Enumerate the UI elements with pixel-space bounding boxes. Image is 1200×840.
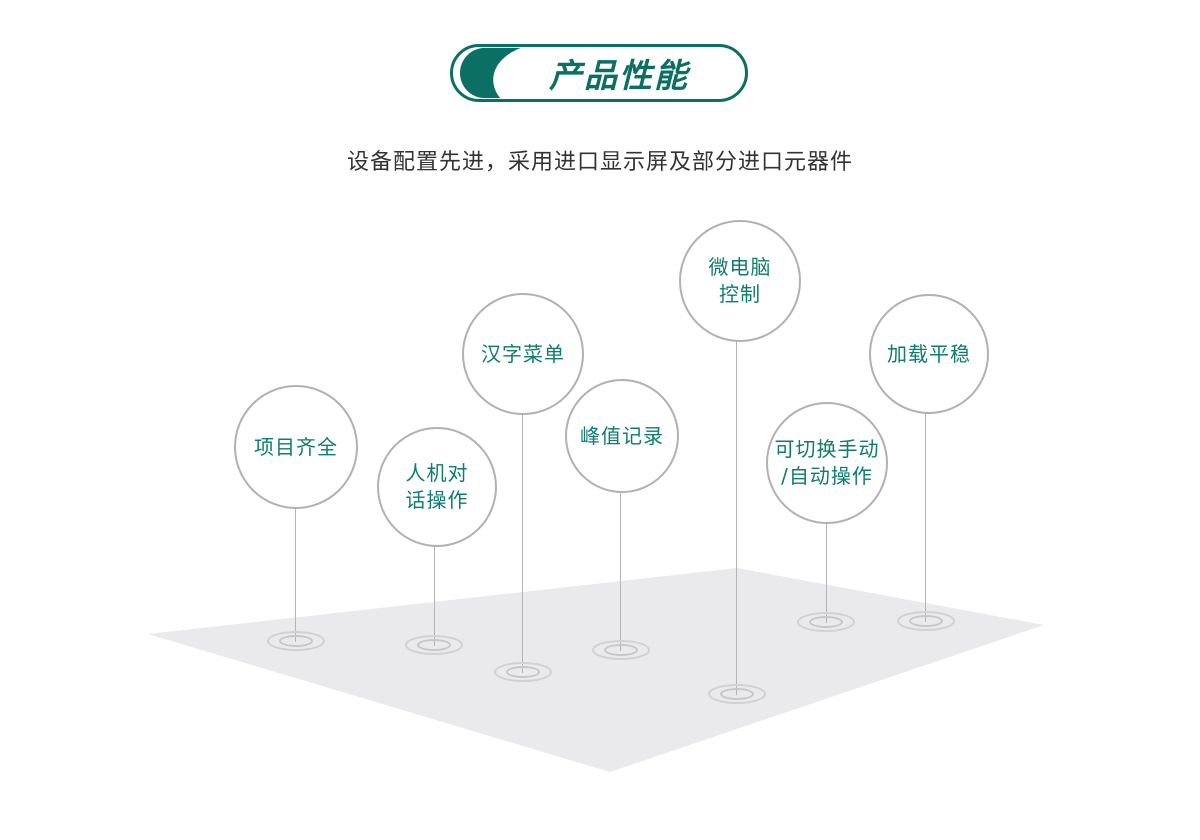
- base-ring-inner: [279, 635, 313, 647]
- feature-label: 人机对 话操作: [405, 461, 469, 512]
- balloon-stem: [826, 522, 827, 623]
- feature-circle: 峰值记录: [565, 379, 679, 493]
- leaf-swoosh-icon: [459, 47, 521, 99]
- balloon-stem: [736, 340, 737, 695]
- feature-label: 项目齐全: [254, 434, 338, 459]
- base-ring-inner: [604, 644, 638, 656]
- balloon-stem: [620, 491, 621, 651]
- base-ring-inner: [909, 615, 943, 627]
- base-ring-outer: [797, 612, 855, 632]
- feature-label: 加载平稳: [887, 341, 971, 366]
- feature-label: 微电脑 控制: [708, 255, 772, 306]
- base-ring-inner: [720, 688, 754, 700]
- base-ring-outer: [592, 640, 650, 660]
- feature-circle: 可切换手动 /自动操作: [766, 402, 888, 524]
- base-ring-outer: [708, 684, 766, 704]
- feature-circle: 汉字菜单: [462, 293, 584, 415]
- feature-circle: 人机对 话操作: [377, 427, 497, 547]
- ground-plane: [148, 568, 1044, 772]
- feature-label: 峰值记录: [580, 423, 664, 448]
- balloon-stem: [434, 545, 435, 646]
- base-ring-inner: [417, 639, 451, 651]
- page-title: 产品性能: [549, 56, 689, 95]
- title-badge: 产品性能: [450, 44, 748, 102]
- base-ring-outer: [267, 631, 325, 651]
- base-ring-outer: [897, 611, 955, 631]
- base-ring-outer: [405, 635, 463, 655]
- base-ring-inner: [506, 666, 540, 678]
- subtitle-text: 设备配置先进，采用进口显示屏及部分进口元器件: [346, 150, 853, 175]
- balloon-stem: [925, 412, 926, 622]
- feature-circle: 项目齐全: [234, 385, 358, 509]
- feature-circle: 微电脑 控制: [679, 220, 801, 342]
- balloon-stem: [522, 413, 523, 673]
- feature-label: 可切换手动 /自动操作: [774, 437, 880, 488]
- feature-circle: 加载平稳: [869, 294, 989, 414]
- base-ring-inner: [809, 616, 843, 628]
- balloon-stem: [295, 507, 296, 642]
- feature-label: 汉字菜单: [481, 341, 565, 366]
- base-ring-outer: [494, 662, 552, 682]
